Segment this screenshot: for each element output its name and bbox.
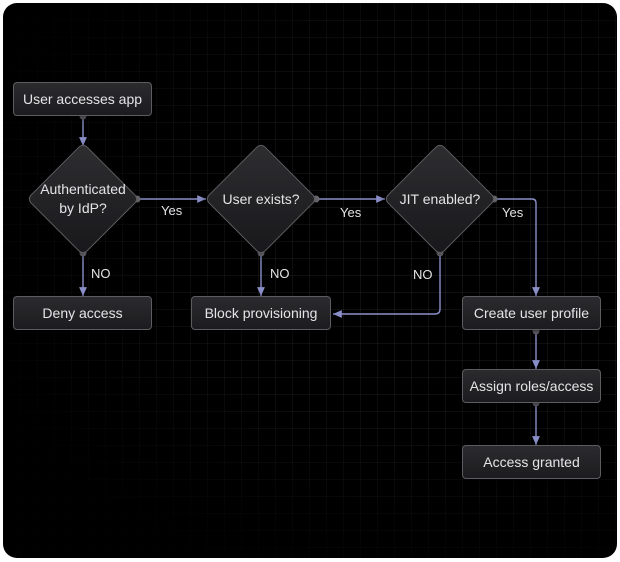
connector-jit-no [333, 253, 441, 318]
decision-label: JIT enabled? [399, 190, 481, 207]
edge-label-exists-yes: Yes [340, 205, 362, 220]
node-create-user-profile: Create user profile [462, 296, 601, 330]
decision-authenticated: Authenticated by IdP? [26, 142, 140, 256]
node-label: Block provisioning [204, 305, 318, 321]
node-user-accesses-app: User accesses app [13, 82, 152, 116]
node-label: Create user profile [473, 305, 590, 321]
flowchart-canvas: User accesses app Authenticated by IdP? … [3, 3, 617, 558]
connector-jit-yes [494, 198, 540, 296]
edge-label-exists-no: NO [270, 266, 290, 281]
node-assign-roles: Assign roles/access [462, 369, 601, 403]
decision-label: Authenticated by IdP? [40, 181, 126, 216]
edge-label-auth-yes: Yes [161, 203, 183, 218]
edge-label-jit-yes: Yes [502, 205, 524, 220]
decision-label: User exists? [222, 190, 300, 207]
node-block-provisioning: Block provisioning [191, 296, 331, 330]
edge-label-jit-no: NO [413, 267, 433, 282]
decision-jit-enabled: JIT enabled? [383, 142, 497, 256]
node-access-granted: Access granted [462, 445, 601, 479]
node-label: Access granted [483, 454, 580, 470]
node-deny-access: Deny access [13, 296, 152, 330]
decision-user-exists: User exists? [204, 142, 318, 256]
node-label: Deny access [42, 305, 123, 321]
edge-label-auth-no: NO [91, 266, 111, 281]
node-label: User accesses app [22, 91, 143, 107]
node-label: Assign roles/access [469, 378, 594, 394]
